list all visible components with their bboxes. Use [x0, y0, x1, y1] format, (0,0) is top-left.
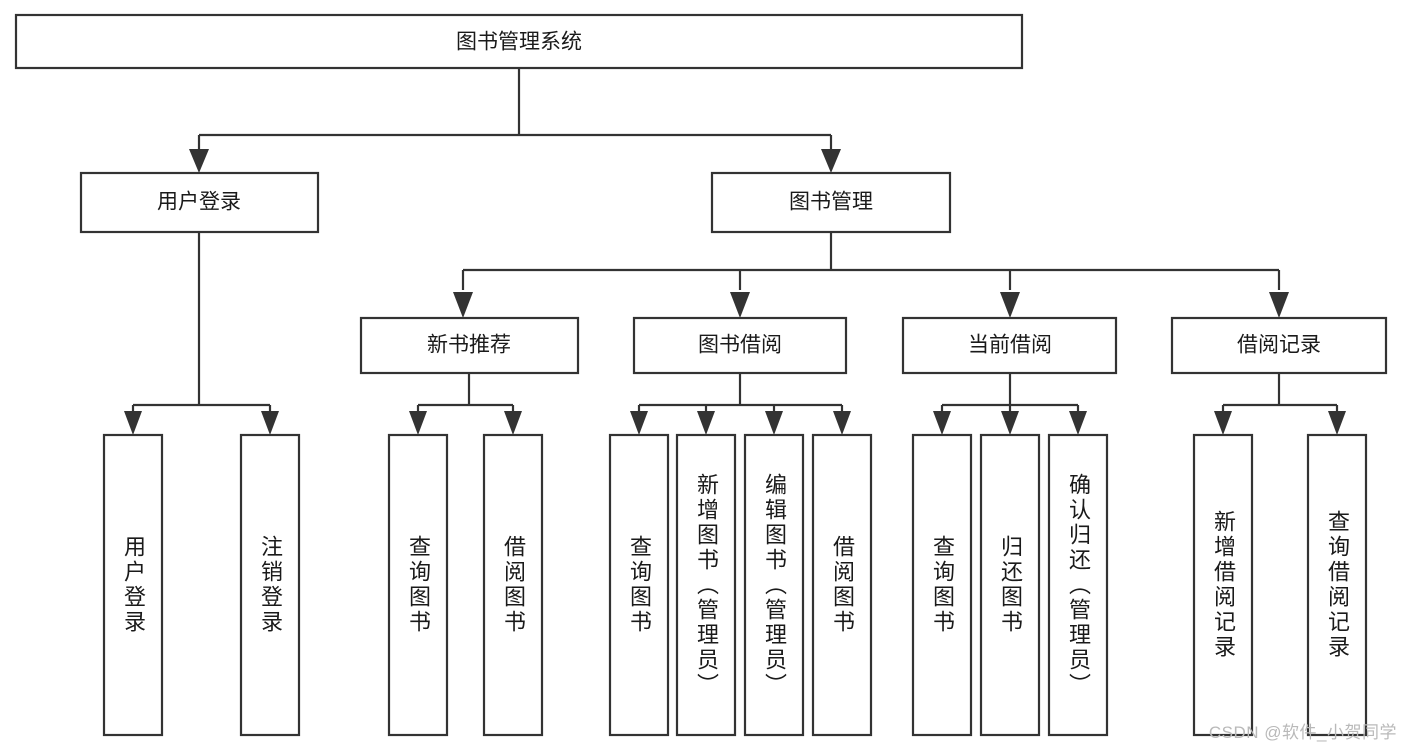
- arrow-br-leaf-0: [1214, 411, 1232, 435]
- arrow-current-borrow: [1000, 292, 1020, 318]
- arrow-bb-leaf-2: [765, 411, 783, 435]
- leaf-label-book-borrow-3: 借阅图书: [830, 535, 855, 635]
- arrow-cb-leaf-0: [933, 411, 951, 435]
- arrow-br-leaf-1: [1328, 411, 1346, 435]
- node-root-system-box[interactable]: [14, 13, 1024, 70]
- arrow-new-book-recommend: [453, 292, 473, 318]
- leaf-box-book-borrow-1[interactable]: [675, 433, 737, 737]
- leaf-label-borrow-record-1: 查询借阅记录: [1325, 510, 1350, 660]
- leaf-label-current-borrow-2: 确认归还（管理员）: [1066, 472, 1091, 698]
- leaf-box-current-borrow-0[interactable]: [911, 433, 973, 737]
- arrow-to-user-login: [189, 149, 209, 173]
- arrow-cb-leaf-1: [1001, 411, 1019, 435]
- leaf-box-user-login-0[interactable]: [102, 433, 164, 737]
- leaf-box-new-book-recommend-1[interactable]: [482, 433, 544, 737]
- node-user-login-label: 用户登录: [157, 191, 241, 214]
- leaf-label-user-login-1: 注销登录: [258, 535, 283, 635]
- node-user-login[interactable]: 用户登录: [79, 171, 320, 234]
- node-borrow-record[interactable]: 借阅记录: [1170, 316, 1388, 375]
- node-current-borrow[interactable]: 当前借阅: [901, 316, 1118, 375]
- arrow-nbr-leaf-1: [504, 411, 522, 435]
- leaf-box-group: [102, 433, 1368, 737]
- arrow-bb-leaf-0: [630, 411, 648, 435]
- leaf-label-new-book-recommend-1: 借阅图书: [501, 535, 526, 635]
- connector-group: [124, 68, 1346, 435]
- leaf-box-new-book-recommend-0[interactable]: [387, 433, 449, 737]
- arrow-bb-leaf-1: [697, 411, 715, 435]
- leaf-box-book-borrow-3[interactable]: [811, 433, 873, 737]
- leaf-label-new-book-recommend-0: 查询图书: [406, 535, 431, 635]
- arrow-user-login-leaf-0: [124, 411, 142, 435]
- node-borrow-record-label: 借阅记录: [1237, 334, 1321, 357]
- leaf-box-current-borrow-1[interactable]: [979, 433, 1041, 737]
- node-new-book-recommend-box[interactable]: [359, 316, 580, 375]
- leaf-label-user-login-0: 用户登录: [121, 535, 146, 635]
- leaf-box-book-borrow-2[interactable]: [743, 433, 805, 737]
- leaf-box-current-borrow-2[interactable]: [1047, 433, 1109, 737]
- arrow-nbr-leaf-0: [409, 411, 427, 435]
- arrow-user-login-leaf-1: [261, 411, 279, 435]
- arrow-bb-leaf-3: [833, 411, 851, 435]
- arrow-borrow-record: [1269, 292, 1289, 318]
- node-book-management-box[interactable]: [710, 171, 952, 234]
- leaf-box-borrow-record-0[interactable]: [1192, 433, 1254, 737]
- leaf-box-borrow-record-1[interactable]: [1306, 433, 1368, 737]
- leaf-box-user-login-1[interactable]: [239, 433, 301, 737]
- leaf-label-book-borrow-0: 查询图书: [627, 535, 652, 635]
- node-root-system-label: 图书管理系统: [456, 31, 582, 54]
- node-new-book-recommend[interactable]: 新书推荐: [359, 316, 580, 375]
- node-root-system[interactable]: 图书管理系统: [14, 13, 1024, 70]
- leaf-label-current-borrow-1: 归还图书: [998, 535, 1023, 635]
- node-book-borrow-label: 图书借阅: [698, 334, 782, 357]
- leaf-box-book-borrow-0[interactable]: [608, 433, 670, 737]
- node-current-borrow-box[interactable]: [901, 316, 1118, 375]
- leaf-label-book-borrow-1: 新增图书（管理员）: [694, 472, 719, 698]
- arrow-cb-leaf-2: [1069, 411, 1087, 435]
- node-new-book-recommend-label: 新书推荐: [427, 334, 511, 357]
- node-borrow-record-box[interactable]: [1170, 316, 1388, 375]
- node-book-borrow-box[interactable]: [632, 316, 848, 375]
- node-user-login-box[interactable]: [79, 171, 320, 234]
- node-book-management[interactable]: 图书管理: [710, 171, 952, 234]
- node-book-borrow[interactable]: 图书借阅: [632, 316, 848, 375]
- csdn-watermark: CSDN @软件_小贺同学: [1208, 723, 1397, 742]
- leaf-label-borrow-record-0: 新增借阅记录: [1211, 510, 1236, 660]
- arrow-book-borrow: [730, 292, 750, 318]
- node-book-management-label: 图书管理: [789, 191, 873, 214]
- leaf-label-current-borrow-0: 查询图书: [930, 535, 955, 635]
- arrow-to-book-management: [821, 149, 841, 173]
- leaf-label-book-borrow-2: 编辑图书（管理员）: [762, 472, 787, 698]
- node-current-borrow-label: 当前借阅: [968, 334, 1052, 357]
